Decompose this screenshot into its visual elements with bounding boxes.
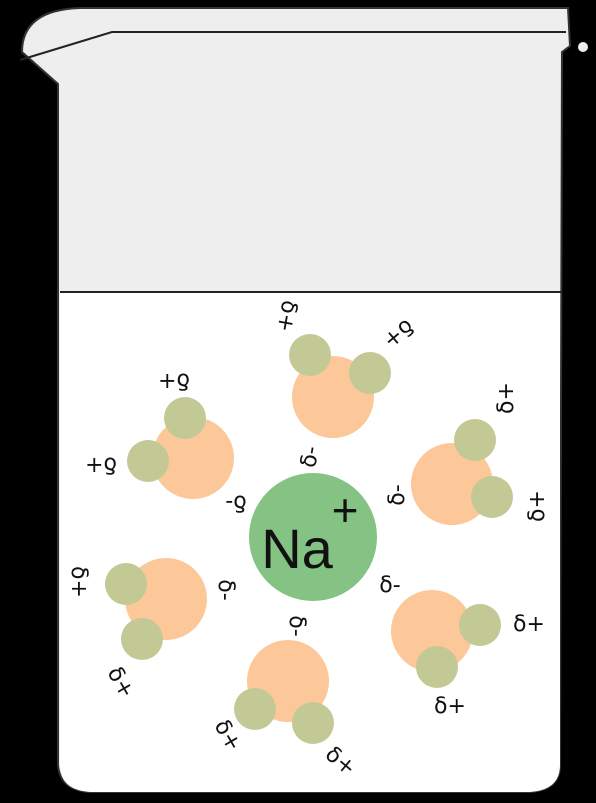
oxygen-partial-charge-label: δ-: [213, 579, 238, 600]
hydrogen-partial-charge-label: δ+: [513, 612, 545, 637]
oxygen-partial-charge-label: δ-: [284, 615, 309, 636]
hydrogen-partial-charge-label: δ+: [434, 694, 466, 719]
hydrogen-partial-charge-label: δ+: [494, 382, 519, 414]
hydrogen-partial-charge-label: δ+: [66, 566, 91, 598]
hydrogen-atom: [121, 618, 163, 660]
sodium-ion-symbol: Na: [261, 517, 333, 580]
hydrogen-atom: [289, 334, 331, 376]
hydrogen-atom: [164, 397, 206, 439]
hydrogen-partial-charge-label: δ+: [158, 368, 190, 393]
hydrogen-atom: [292, 702, 334, 744]
sodium-ion-charge: +: [332, 484, 359, 536]
hydrogen-atom: [349, 352, 391, 394]
hydrogen-atom: [234, 688, 276, 730]
hydrogen-partial-charge-label: δ+: [525, 490, 550, 522]
hydrogen-atom: [105, 563, 147, 605]
oxygen-partial-charge-label: δ-: [379, 573, 400, 598]
hydrogen-atom: [416, 646, 458, 688]
hydrogen-partial-charge-label: δ+: [85, 452, 117, 477]
oxygen-partial-charge-label: δ-: [385, 484, 410, 505]
beaker-lip-dot: [578, 42, 588, 52]
hydrogen-atom: [459, 604, 501, 646]
sodium-ion: Na +: [249, 473, 377, 601]
oxygen-partial-charge-label: δ-: [225, 490, 246, 515]
hydrogen-atom: [127, 440, 169, 482]
hydrogen-atom: [454, 419, 496, 461]
oxygen-partial-charge-label: δ-: [296, 444, 324, 469]
hydrogen-atom: [471, 476, 513, 518]
